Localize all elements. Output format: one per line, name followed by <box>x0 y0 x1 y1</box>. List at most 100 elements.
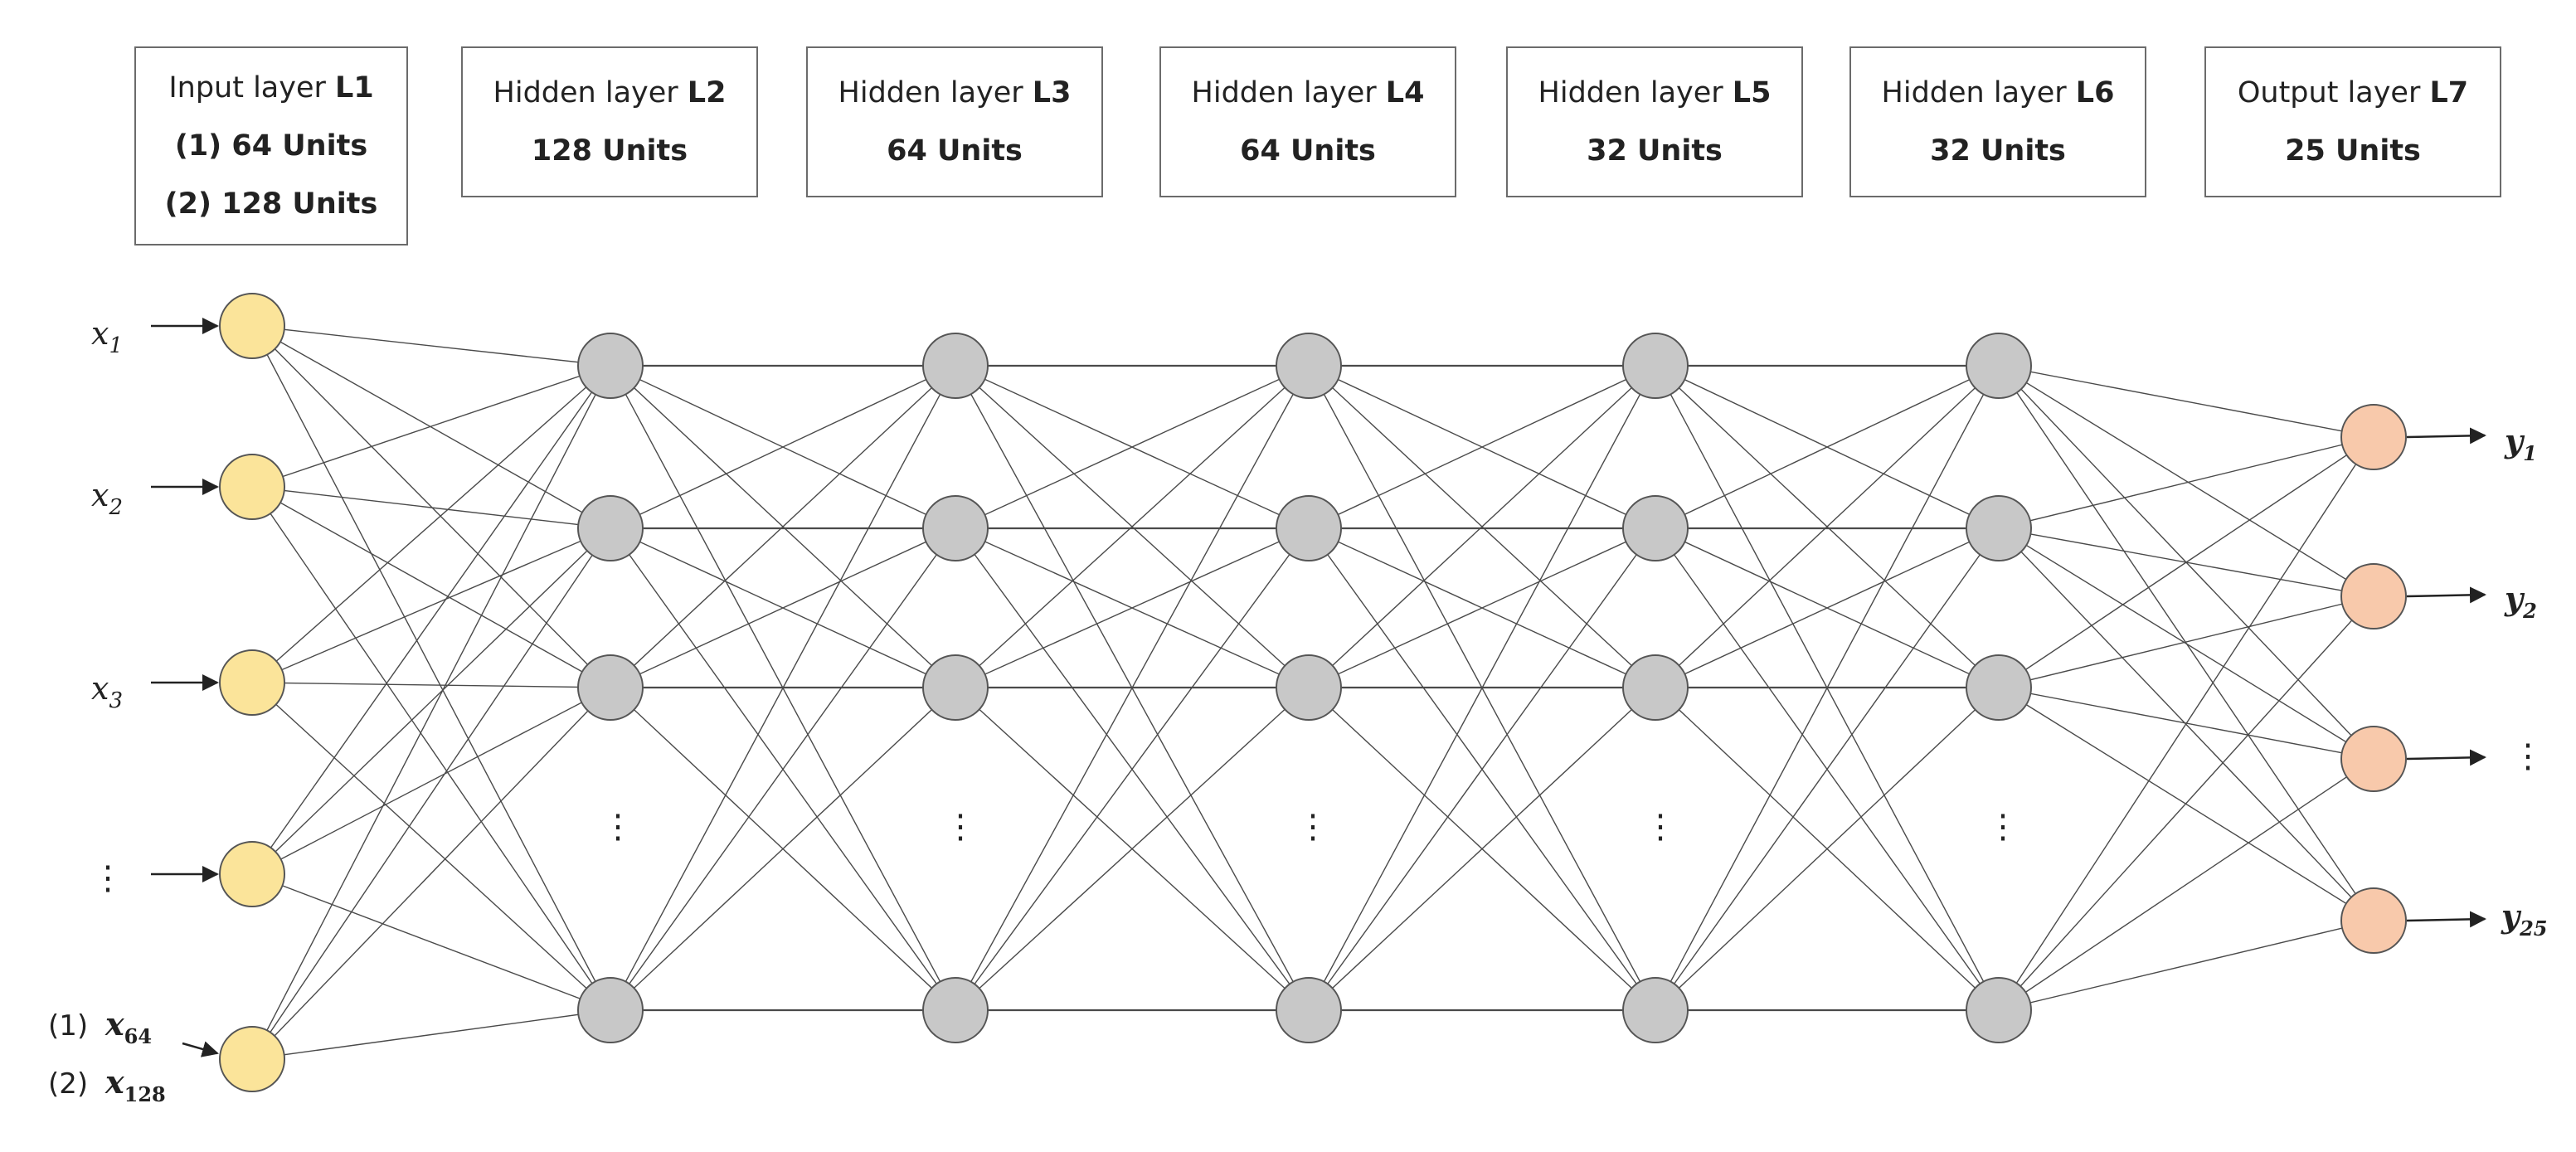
layer-units: 128 Units <box>531 134 688 168</box>
edge-L6-L7 <box>1998 365 2374 438</box>
hidden-ellipsis-L3: ⋮ <box>944 808 977 846</box>
edge-L1-L2 <box>251 325 611 688</box>
hidden-L3-neuron <box>922 333 989 399</box>
edge-L1-L2 <box>251 365 611 488</box>
edge-L3-L4 <box>955 365 1310 529</box>
input-neuron <box>219 1026 285 1092</box>
output-label-y2: y2 <box>2504 580 2537 623</box>
edge-L4-L5 <box>1308 365 1656 1011</box>
edge-L1-L2 <box>251 682 611 1011</box>
edge-L1-L2 <box>251 365 611 683</box>
hidden-ellipsis-L4: ⋮ <box>1296 808 1329 846</box>
input-neuron <box>219 293 285 359</box>
output-arrow-y2 <box>2406 586 2486 604</box>
input-label-x3: x3 <box>91 670 123 713</box>
input-label-x128: (2) x128 <box>48 1063 166 1106</box>
edge-L3-L4 <box>955 365 1310 1011</box>
edge-L1-L2 <box>251 486 611 688</box>
hidden-L5-neuron <box>1622 495 1689 561</box>
layer-units: 25 Units <box>2285 134 2421 168</box>
edge-L2-L3 <box>610 365 956 688</box>
hidden-ellipsis-L5: ⋮ <box>1644 808 1677 846</box>
hidden-L2-neuron <box>577 495 644 561</box>
hidden-L4-neuron <box>1276 654 1342 721</box>
edge-L2-L3 <box>610 365 956 1011</box>
edge-L5-L6 <box>1655 365 2000 688</box>
edge-L6-L7 <box>1998 595 2374 688</box>
layer-title: Hidden layer L3 <box>838 76 1072 109</box>
layer-box-L1: Input layer L1 (1) 64 Units (2) 128 Unit… <box>134 46 408 245</box>
edge-L5-L6 <box>1655 527 2000 688</box>
edge-L3-L4 <box>955 365 1310 688</box>
layer-box-L4: Hidden layer L4 64 Units <box>1159 46 1456 197</box>
hidden-ellipsis-L6: ⋮ <box>1986 808 2019 846</box>
edge-L2-L3 <box>610 527 956 688</box>
hidden-L3-neuron <box>922 977 989 1043</box>
edge-L1-L2 <box>251 687 611 1060</box>
hidden-L4-neuron <box>1276 977 1342 1043</box>
hidden-L3-neuron <box>922 654 989 721</box>
hidden-L2-neuron <box>577 654 644 721</box>
output-ellipsis: ⋮ <box>2511 737 2544 775</box>
hidden-L5-neuron <box>1622 654 1689 721</box>
input-neuron <box>219 454 285 520</box>
edge-L6-L7 <box>1998 436 2374 529</box>
layer-title: Hidden layer L6 <box>1881 76 2115 109</box>
edge-L3-L4 <box>955 527 1310 688</box>
input-neuron <box>219 649 285 716</box>
edge-L5-L6 <box>1655 365 2000 1011</box>
hidden-L5-neuron <box>1622 977 1689 1043</box>
output-label-y1: y1 <box>2504 422 2537 465</box>
edge-L6-L7 <box>1998 527 2374 760</box>
edge-L5-L6 <box>1655 687 2000 1011</box>
edge-L1-L2 <box>251 325 611 529</box>
hidden-L6-neuron <box>1966 495 2032 561</box>
layer-title: Input layer L1 <box>168 71 374 105</box>
layer-title: Output layer L7 <box>2237 76 2469 109</box>
edge-L3-L4 <box>955 527 1310 1011</box>
output-arrow-ellipsis <box>2406 749 2486 766</box>
layer-box-L3: Hidden layer L3 64 Units <box>806 46 1103 197</box>
layer-units: (2) 128 Units <box>164 187 378 221</box>
layer-units: (1) 64 Units <box>174 129 368 163</box>
input-label-x1: x1 <box>91 315 123 358</box>
hidden-L5-neuron <box>1622 333 1689 399</box>
edge-L1-L2 <box>251 682 611 688</box>
hidden-L2-neuron <box>577 333 644 399</box>
layer-title: Hidden layer L4 <box>1191 76 1425 109</box>
output-arrow-y1 <box>2406 427 2486 445</box>
edge-L1-L2 <box>251 365 611 875</box>
layer-units: 32 Units <box>1930 134 2066 168</box>
input-arrow-xn <box>182 1041 219 1057</box>
edge-L4-L5 <box>1308 365 1656 688</box>
edge-L1-L2 <box>251 873 611 1011</box>
edge-L6-L7 <box>1998 595 2374 1011</box>
edge-L1-L2 <box>251 365 611 1060</box>
layer-title: Hidden layer L2 <box>493 76 727 109</box>
hidden-L2-neuron <box>577 977 644 1043</box>
output-neuron <box>2340 563 2407 629</box>
layer-units: 32 Units <box>1587 134 1723 168</box>
edge-L1-L2 <box>251 325 611 1011</box>
edge-L1-L2 <box>251 486 611 529</box>
edge-L3-L4 <box>955 687 1310 1011</box>
connection-edges <box>251 325 2374 1060</box>
output-neuron <box>2340 404 2407 470</box>
hidden-L6-neuron <box>1966 654 2032 721</box>
edge-L2-L3 <box>610 687 956 1011</box>
edge-L1-L2 <box>251 527 611 683</box>
hidden-L6-neuron <box>1966 333 2032 399</box>
edge-L5-L6 <box>1655 527 2000 1011</box>
edge-L4-L5 <box>1308 687 1656 1011</box>
output-arrow-y25 <box>2406 911 2486 928</box>
edge-L2-L3 <box>610 527 956 1011</box>
layer-box-L2: Hidden layer L2 128 Units <box>461 46 758 197</box>
layer-units: 64 Units <box>887 134 1023 168</box>
layer-units: 64 Units <box>1240 134 1376 168</box>
edge-L1-L2 <box>251 325 611 367</box>
input-label-x2: x2 <box>91 477 123 520</box>
edge-L4-L5 <box>1308 527 1656 688</box>
edge-L1-L2 <box>251 527 611 875</box>
edge-L6-L7 <box>1998 365 2374 597</box>
